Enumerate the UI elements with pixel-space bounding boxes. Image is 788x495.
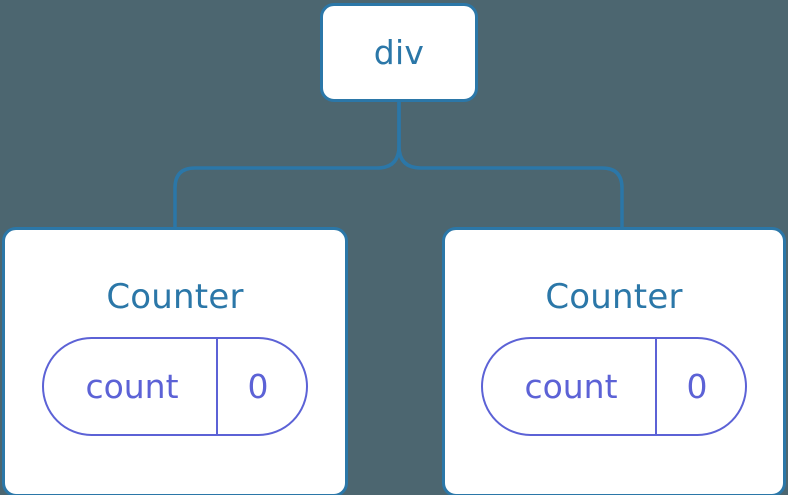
state-key-left: count [85, 367, 179, 406]
state-pill-divider-right [655, 339, 657, 434]
state-value-right: 0 [686, 367, 708, 406]
node-counter-left-label: Counter [106, 277, 244, 317]
node-counter-right-label: Counter [545, 277, 683, 317]
state-pill-divider-left [216, 339, 218, 434]
state-pill-right[interactable]: count 0 [481, 337, 747, 436]
state-value-left: 0 [247, 367, 269, 406]
node-div[interactable]: div [320, 3, 478, 102]
state-pill-left[interactable]: count 0 [42, 337, 308, 436]
node-counter-right[interactable]: Counter count 0 [442, 227, 786, 495]
node-div-label: div [373, 33, 425, 72]
state-key-right: count [524, 367, 618, 406]
connector-root-to-left-child [173, 99, 401, 234]
node-counter-left[interactable]: Counter count 0 [2, 227, 348, 495]
connector-root-to-right-child [397, 99, 624, 234]
